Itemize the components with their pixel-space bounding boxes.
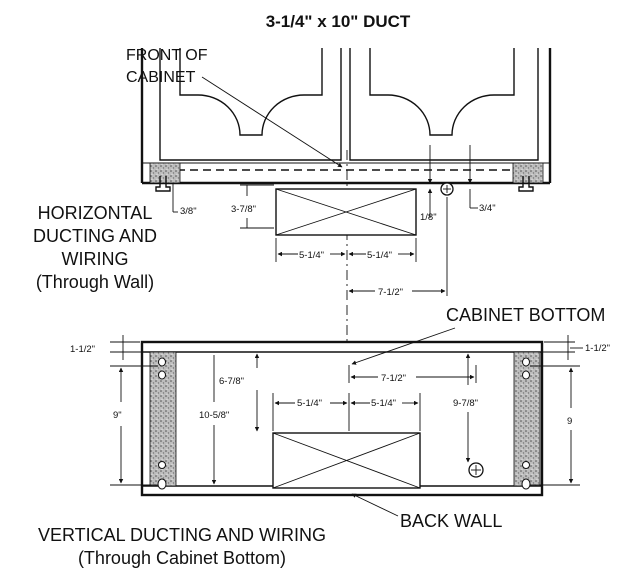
left-slot-2 — [158, 370, 166, 380]
right-leveler — [518, 176, 534, 192]
dim-3-7-8: 3-7/8" — [231, 204, 256, 215]
horizontal-label-4: (Through Wall) — [36, 272, 154, 292]
horizontal-label-2: DUCTING AND — [33, 226, 157, 246]
dim-5-1-4-left: 5-1/4" — [299, 250, 324, 261]
left-slot-1 — [158, 357, 166, 367]
cabinet-bottom-leader — [351, 327, 456, 365]
dim-5-1-4-right: 5-1/4" — [367, 250, 392, 261]
dim-5-1-4-left-bottom: 5-1/4" — [297, 398, 322, 409]
cabinet-bottom-label: CABINET BOTTOM — [446, 305, 605, 325]
right-slot-3 — [522, 461, 530, 469]
vertical-label-1: VERTICAL DUCTING AND WIRING — [38, 525, 326, 545]
right-drawer-cutout — [369, 48, 515, 136]
left-slot-3 — [158, 461, 166, 469]
dim-9-right: 9 — [567, 416, 572, 427]
diagram-title: 3-1/4" x 10" DUCT — [266, 12, 411, 31]
horizontal-view: FRONT OF CABINET 3/8" 3-7/8" 1/8" 3/4" 5… — [33, 47, 552, 300]
right-slot-2 — [522, 370, 530, 380]
dim-10-5-8: 10-5/8" — [199, 410, 229, 421]
horizontal-label-1: HORIZONTAL — [38, 203, 153, 223]
left-leveler — [155, 176, 171, 192]
vduct-x-2 — [272, 432, 421, 489]
right-slot-1 — [522, 357, 530, 367]
dim-5-1-4-right-bottom: 5-1/4" — [371, 398, 396, 409]
dim-1-8: 1/8" — [420, 212, 437, 223]
dim-1-1-2-right: 1-1/2" — [585, 343, 610, 354]
front-label-2: CABINET — [126, 69, 196, 86]
front-leader — [201, 76, 343, 168]
left-drawer-cutout — [179, 48, 323, 136]
right-slot-4 — [521, 478, 531, 490]
left-foot-block — [149, 162, 181, 184]
left-drawer — [159, 48, 342, 161]
back-wall-label: BACK WALL — [400, 511, 502, 531]
right-foot-block — [512, 162, 544, 184]
dim-7-1-2-top: 7-1/2" — [378, 287, 403, 298]
dim-3-8: 3/8" — [180, 206, 197, 217]
horizontal-label-3: WIRING — [62, 249, 129, 269]
vertical-view: CABINET BOTTOM 1-1/2" 1-1/2" 9" 9 6-7/8" — [38, 305, 610, 568]
duct-x-2 — [275, 188, 417, 236]
dim-7-1-2-bottom: 7-1/2" — [381, 373, 406, 384]
vertical-label-2: (Through Cabinet Bottom) — [78, 548, 286, 568]
dim-1-1-2-left: 1-1/2" — [70, 344, 95, 355]
dim-6-7-8: 6-7/8" — [219, 376, 244, 387]
back-wall-leader — [351, 493, 399, 517]
dim-9-left: 9" — [113, 410, 122, 421]
dim-3-4: 3/4" — [479, 203, 496, 214]
left-slot-4 — [157, 478, 167, 490]
right-drawer — [349, 48, 539, 161]
dim-9-7-8: 9-7/8" — [453, 398, 478, 409]
front-label-1: FRONT OF — [126, 47, 208, 64]
